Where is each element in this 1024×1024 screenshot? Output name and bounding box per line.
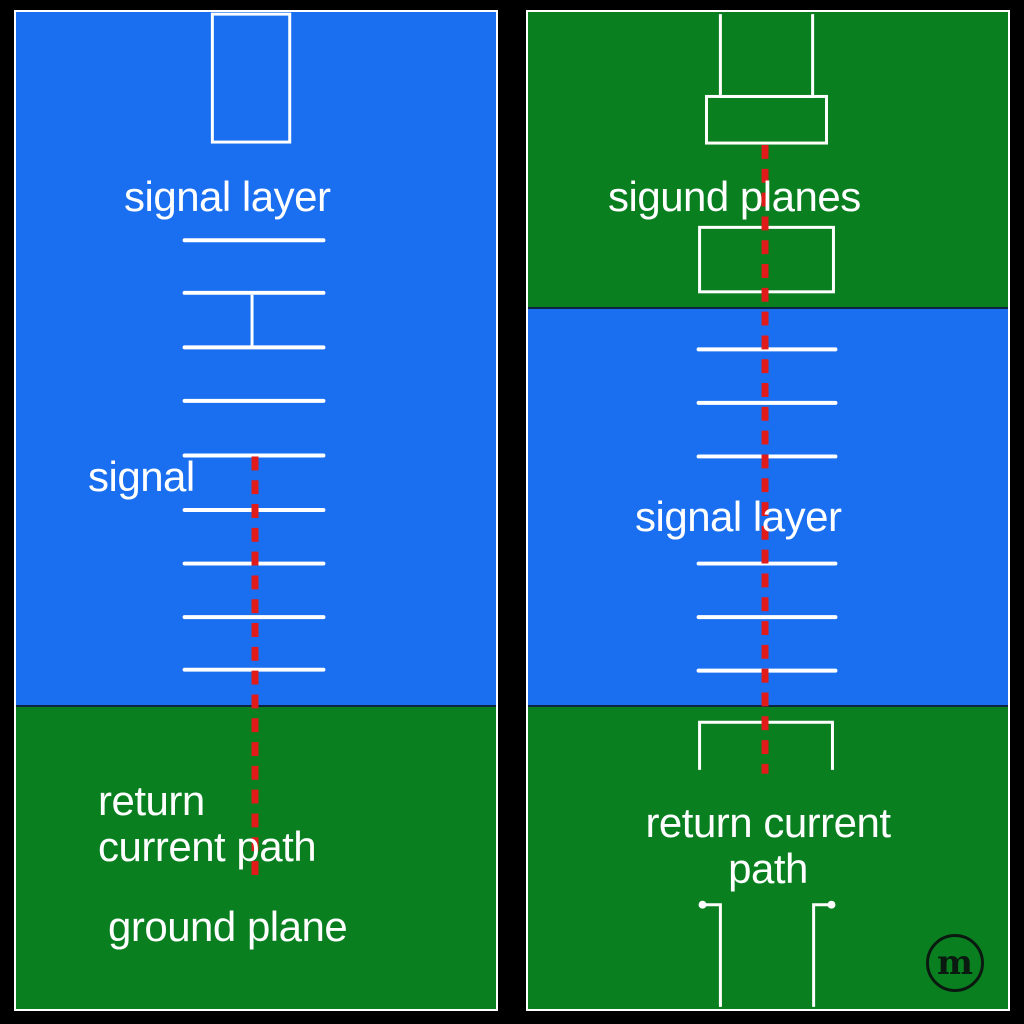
signal-layer-region [16, 12, 496, 706]
logo-letter: m [937, 943, 973, 983]
ground-plane-region [16, 706, 496, 1009]
right-diagram-graphics [696, 14, 838, 1007]
connector-node [698, 900, 707, 909]
connector-pad-upper [705, 94, 828, 145]
left-diagram-panel: signal layer signal return current path … [14, 10, 498, 1011]
signal-layer-label: signal layer [635, 493, 842, 540]
connector-lead [718, 14, 815, 98]
connector-node [827, 900, 836, 909]
ground-plane-label: ground plane [108, 903, 348, 950]
signal-label: signal [88, 453, 195, 500]
right-diagram-panel: sigund planes signal layer return curren… [526, 10, 1010, 1011]
return-current-path-label: return current path [645, 799, 891, 892]
signal-planes-region [528, 12, 1008, 308]
connector-pad [210, 12, 292, 144]
connector-pad-lower [698, 225, 835, 294]
layer-divider-top [528, 307, 1008, 309]
left-diagram-graphics [182, 12, 326, 877]
bottom-connector [702, 903, 722, 1007]
signal-layer-label: signal layer [124, 173, 331, 220]
return-current-path-label: return current path [98, 777, 317, 870]
bottom-connector-right [812, 903, 832, 1007]
circled-m-logo-icon: m [926, 934, 984, 992]
signal-planes-label: sigund planes [608, 173, 861, 220]
